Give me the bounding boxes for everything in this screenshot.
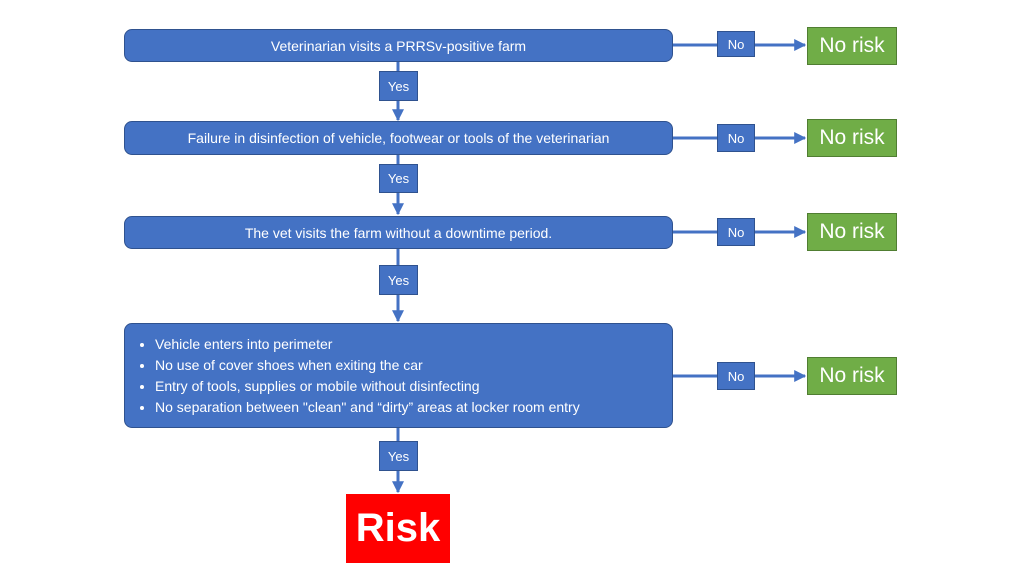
no-risk-box-1: No risk [807, 27, 897, 65]
no-risk-box-4: No risk [807, 357, 897, 395]
step-4-bullet-3: Entry of tools, supplies or mobile witho… [155, 376, 580, 397]
no-risk-box-2: No risk [807, 119, 897, 157]
step-4-bullet-list: Vehicle enters into perimeter No use of … [125, 334, 580, 418]
no-label-1: No [717, 31, 755, 57]
step-2-text: Failure in disinfection of vehicle, foot… [187, 130, 610, 146]
no-label-3: No [717, 218, 755, 246]
step-1-text: Veterinarian visits a PRRSv-positive far… [270, 37, 527, 54]
step-4-bullet-4: No separation between "clean" and “dirty… [155, 397, 580, 418]
no-label-2: No [717, 124, 755, 152]
step-3-box: The vet visits the farm without a downti… [124, 216, 673, 249]
risk-box: Risk [346, 494, 450, 563]
no-risk-box-3: No risk [807, 213, 897, 251]
yes-label-1: Yes [379, 71, 418, 101]
step-1-box: Veterinarian visits a PRRSv-positive far… [124, 29, 673, 62]
step-3-text: The vet visits the farm without a downti… [244, 224, 553, 241]
step-4-box: Vehicle enters into perimeter No use of … [124, 323, 673, 428]
no-label-4: No [717, 362, 755, 390]
yes-label-3: Yes [379, 265, 418, 295]
yes-label-4: Yes [379, 441, 418, 471]
step-4-bullet-2: No use of cover shoes when exiting the c… [155, 355, 580, 376]
step-2-box: Failure in disinfection of vehicle, foot… [124, 121, 673, 155]
step-4-bullet-1: Vehicle enters into perimeter [155, 334, 580, 355]
yes-label-2: Yes [379, 164, 418, 193]
